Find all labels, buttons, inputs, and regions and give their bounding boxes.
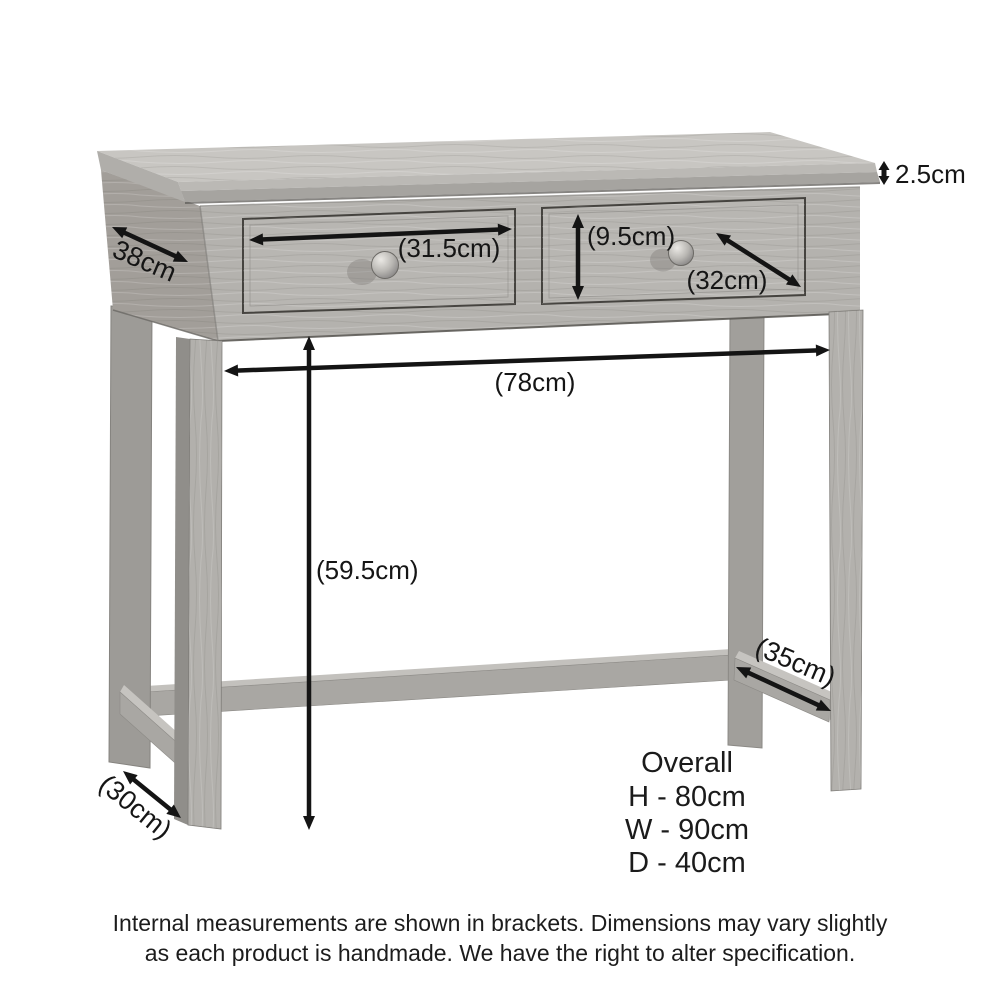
drawer-knob-left-shadow (347, 259, 377, 285)
drawer-knob-right (668, 240, 694, 266)
table-top-left-end (97, 151, 185, 202)
back-stretcher-top (130, 648, 748, 693)
arrowhead-icon (736, 667, 752, 679)
arrowhead-icon (572, 214, 584, 228)
dim-inner-width: (78cm) (224, 344, 830, 397)
dimension-annotations: 2.5cm 38cm (31.5cm) (9.5cm) (32cm) (78cm… (93, 159, 966, 845)
dim-top-thickness: 2.5cm (878, 159, 966, 189)
carcass-bottom-edge (217, 312, 861, 342)
dim-drawer-height: (9.5cm) (572, 214, 675, 300)
front-left-leg-side (174, 337, 190, 825)
table-top-cove (178, 163, 877, 191)
arrowhead-icon (303, 336, 315, 350)
footer-note: Internal measurements are shown in brack… (113, 910, 888, 966)
arrowhead-icon (785, 274, 801, 287)
right-drawer-width-label: (32cm) (687, 265, 768, 295)
arrowhead-icon (716, 233, 732, 246)
table-top-lip (181, 172, 880, 202)
underframe-height-label: (59.5cm) (316, 555, 419, 585)
table-top-under-edge (184, 182, 881, 204)
drawer-left-inner-line (249, 215, 509, 307)
overall-title: Overall (641, 747, 733, 779)
drawer-knob-left (371, 251, 399, 279)
right-drawer-width-double-arrow-icon (724, 237, 793, 283)
dim-right-drawer-width: (32cm) (687, 233, 801, 295)
footer-line-2: as each product is handmade. We have the… (145, 940, 855, 966)
arrowhead-icon (249, 233, 264, 246)
arrowhead-icon (572, 286, 584, 300)
footer-line-1: Internal measurements are shown in brack… (113, 910, 888, 936)
arrowhead-icon (172, 250, 188, 262)
table-top-grain (97, 132, 875, 182)
left-stretcher-double-arrow-icon (130, 776, 174, 813)
drawer-right-inner-line (548, 204, 799, 299)
dim-underframe-height: (59.5cm) (303, 336, 419, 830)
top-thickness-label: 2.5cm (895, 159, 966, 189)
right-stretcher-top (735, 651, 834, 700)
side-depth-double-arrow-icon (121, 229, 179, 260)
side-panel-bottom-edge (112, 309, 219, 342)
arrowhead-icon (166, 804, 181, 818)
front-right-leg-grain (829, 310, 863, 791)
dim-left-drawer-width: (31.5cm) (249, 223, 512, 263)
front-left-leg-grain (188, 339, 222, 829)
right-stretcher-double-arrow-icon (745, 670, 822, 708)
arrowhead-icon (815, 699, 831, 711)
arrowhead-icon (123, 771, 138, 785)
arrowhead-icon (497, 223, 512, 236)
arrowhead-icon (112, 227, 128, 239)
overall-depth: D - 40cm (628, 847, 746, 879)
inner-width-label: (78cm) (495, 367, 576, 397)
dim-left-stretcher-depth: (30cm) (93, 769, 181, 845)
left-drawer-width-double-arrow-icon (260, 227, 501, 242)
arrowhead-icon (815, 344, 830, 357)
side-panel-grain (101, 170, 218, 341)
arrowhead-icon (303, 816, 315, 830)
carcass-top-edge (199, 186, 861, 207)
inner-width-double-arrow-icon (235, 348, 819, 373)
overall-height: H - 80cm (628, 781, 746, 813)
arrowhead-icon (878, 176, 890, 185)
drawer-height-label: (9.5cm) (587, 221, 675, 251)
carcass-corner-edge (199, 205, 219, 342)
overall-width: W - 90cm (625, 814, 749, 846)
left-stretcher-top (120, 685, 187, 748)
overall-spec-block: Overall H - 80cm W - 90cm D - 40cm (625, 747, 749, 879)
arrowhead-icon (878, 161, 890, 170)
arrowhead-icon (224, 364, 239, 377)
left-drawer-width-label: (31.5cm) (398, 233, 501, 263)
